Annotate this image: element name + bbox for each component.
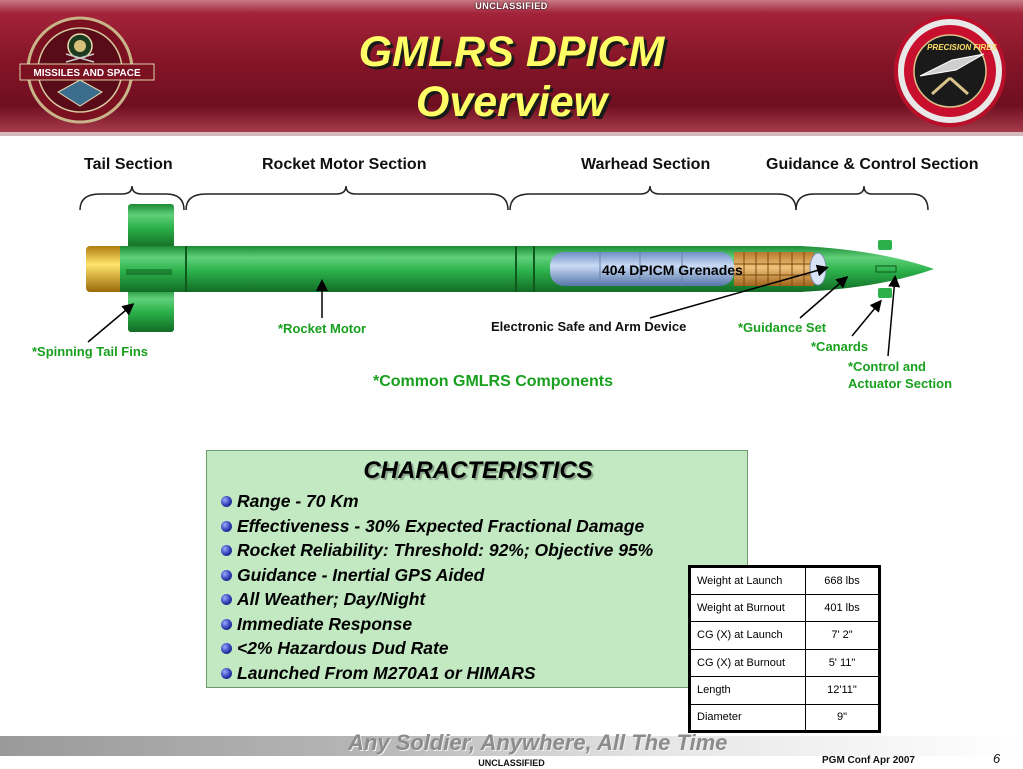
spec-value: 5' 11": [805, 648, 880, 677]
callout-guidance-set: *Guidance Set: [738, 320, 827, 335]
right-seal-text: PRECISION FIRES: [927, 43, 997, 52]
spec-value: 668 lbs: [805, 566, 880, 595]
spec-value: 9": [805, 703, 880, 732]
arrow-control-actuator: [887, 275, 901, 357]
bullet-icon: [221, 545, 232, 556]
label-guidance-section: Guidance & Control Section: [766, 156, 979, 173]
characteristic-text: Range - 70 Km: [237, 491, 359, 511]
characteristic-text: Guidance - Inertial GPS Aided: [237, 564, 485, 585]
label-warhead-section: Warhead Section: [581, 156, 711, 173]
callout-rocket-motor: *Rocket Motor: [278, 321, 367, 336]
peo-missiles-space-seal: MISSILES AND SPACE: [19, 16, 155, 124]
classification-bottom: UNCLASSIFIED: [478, 758, 545, 768]
spec-label: Diameter: [689, 703, 806, 732]
arrow-spinning-fins: [87, 303, 135, 343]
callout-control-and: *Control and: [848, 359, 926, 374]
callout-canards: *Canards: [811, 339, 869, 354]
callout-actuator-section: Actuator Section: [848, 376, 953, 391]
list-item: <2% Hazardous Dud Rate: [221, 636, 653, 661]
spec-label: Weight at Launch: [689, 566, 806, 595]
brace-warhead: [509, 185, 797, 211]
list-item: Range - 70 Km: [221, 489, 653, 514]
spec-label: CG (X) at Burnout: [689, 648, 806, 677]
spec-label: CG (X) at Launch: [689, 621, 806, 650]
callout-common-components: *Common GMLRS Components: [373, 373, 613, 390]
list-item: Guidance - Inertial GPS Aided: [221, 563, 653, 588]
spec-value: 401 lbs: [805, 593, 880, 622]
spec-label: Weight at Burnout: [689, 593, 806, 622]
classification-top: UNCLASSIFIED: [475, 1, 548, 11]
page-title-line2: Overview: [415, 78, 608, 126]
characteristic-text: All Weather; Day/Night: [237, 589, 426, 609]
brace-guidance: [795, 185, 929, 211]
canard-upper: [878, 240, 892, 250]
nose-cone: [800, 246, 934, 292]
list-item: Rocket Reliability: Threshold: 92%; Obje…: [221, 538, 653, 563]
arrow-esad: [649, 264, 829, 319]
characteristics-title: CHARACTERISTICS: [363, 457, 593, 484]
footer-bar: [0, 736, 1023, 756]
characteristic-text: Immediate Response: [237, 613, 413, 634]
tail-fin-upper: [128, 204, 174, 248]
canard-lower: [878, 288, 892, 298]
characteristic-text: <2% Hazardous Dud Rate: [237, 638, 449, 658]
submunitions: [734, 252, 814, 286]
arrow-canards: [851, 299, 882, 337]
characteristic-text: Launched From M270A1 or HIMARS: [237, 662, 536, 683]
characteristics-list: Range - 70 Km Effectiveness - 30% Expect…: [221, 489, 653, 685]
tail-cap: [86, 246, 124, 292]
list-item: Effectiveness - 30% Expected Fractional …: [221, 514, 653, 539]
spec-label: Length: [689, 676, 806, 705]
list-item: All Weather; Day/Night: [221, 587, 653, 612]
bullet-icon: [221, 569, 232, 581]
list-item: Immediate Response: [221, 612, 653, 637]
callout-grenades: 404 DPICM Grenades: [602, 262, 743, 278]
label-rocket-motor-section: Rocket Motor Section: [262, 156, 427, 173]
tail-fin-lower: [128, 288, 174, 332]
list-item: Launched From M270A1 or HIMARS: [221, 661, 653, 686]
bullet-icon: [221, 594, 232, 605]
characteristic-text: Effectiveness - 30% Expected Fractional …: [237, 515, 645, 536]
characteristic-text: Rocket Reliability: Threshold: 92%; Obje…: [237, 540, 654, 560]
page-title-line1: GMLRS DPICM: [358, 28, 665, 76]
precision-fires-seal: PRECISION FIRES: [894, 15, 1006, 127]
bullet-icon: [221, 667, 232, 679]
label-tail-section: Tail Section: [84, 156, 173, 173]
bullet-icon: [221, 618, 232, 630]
characteristics-box: CHARACTERISTICS Range - 70 Km Effectiven…: [206, 450, 748, 688]
header-banner-edge: [0, 132, 1023, 136]
bullet-icon: [221, 496, 232, 507]
rocket-diagram: 404 DPICM Grenades: [79, 185, 934, 357]
spec-value: 12'11": [805, 676, 880, 705]
left-seal-banner-text: MISSILES AND SPACE: [33, 68, 141, 79]
brace-rocket-motor: [185, 185, 509, 211]
bullet-icon: [221, 643, 232, 654]
footer-slogan: Any Soldier, Anywhere, All The Time: [348, 730, 728, 755]
brace-tail: [79, 185, 185, 211]
spec-value: 7' 2": [805, 621, 880, 650]
callout-spinning-tail-fins: *Spinning Tail Fins: [32, 344, 149, 359]
page-number: 6: [993, 751, 1001, 766]
grenade-payload: [550, 252, 734, 286]
arrow-guidance-set: [799, 276, 849, 319]
footer-conference: PGM Conf Apr 2007: [822, 755, 915, 766]
bullet-icon: [221, 520, 232, 532]
callout-esad: Electronic Safe and Arm Device: [491, 319, 687, 334]
